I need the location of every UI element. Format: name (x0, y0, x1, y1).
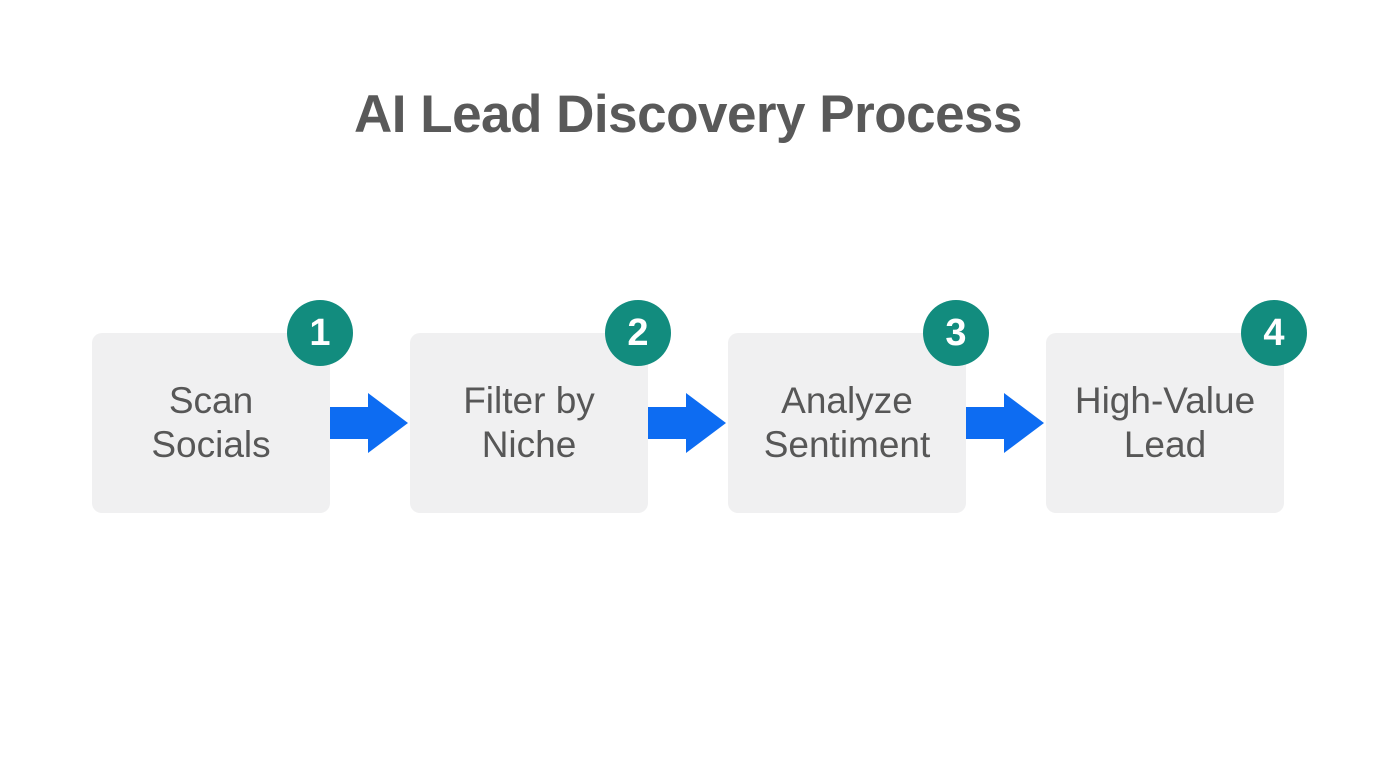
step-number: 4 (1263, 311, 1285, 354)
step-number: 3 (945, 311, 967, 354)
step-label: Filter by Niche (463, 379, 595, 466)
arrow-right-icon (648, 393, 726, 453)
step-label-line: Lead (1123, 424, 1207, 465)
step-filter-by-niche: 2 Filter by Niche (410, 300, 671, 513)
step-label-line: High-Value (1074, 380, 1256, 422)
step-label-line: Socials (151, 424, 271, 465)
step-label-line: Filter by (463, 380, 595, 422)
step-number-badge: 4 (1241, 300, 1307, 366)
step-label: High-Value Lead (1075, 379, 1255, 466)
step-high-value-lead: 4 High-Value Lead (1046, 300, 1307, 513)
process-flow: 1 Scan Socials 2 Filter by Niche 3 (92, 300, 1307, 513)
step-number: 2 (627, 311, 649, 354)
step-number-badge: 3 (923, 300, 989, 366)
arrow-right-icon (330, 393, 408, 453)
step-label-line: Niche (481, 424, 577, 465)
step-label: Scan Socials (151, 379, 270, 466)
step-number-badge: 2 (605, 300, 671, 366)
step-scan-socials: 1 Scan Socials (92, 300, 353, 513)
page-title: AI Lead Discovery Process (353, 85, 1023, 144)
step-number: 1 (309, 311, 331, 354)
step-label-line: Analyze (781, 380, 913, 422)
arrow-right-icon (966, 393, 1044, 453)
step-label: Analyze Sentiment (764, 379, 931, 466)
step-number-badge: 1 (287, 300, 353, 366)
step-label-line: Scan (168, 380, 254, 422)
step-label-line: Sentiment (763, 424, 931, 465)
step-analyze-sentiment: 3 Analyze Sentiment (728, 300, 989, 513)
